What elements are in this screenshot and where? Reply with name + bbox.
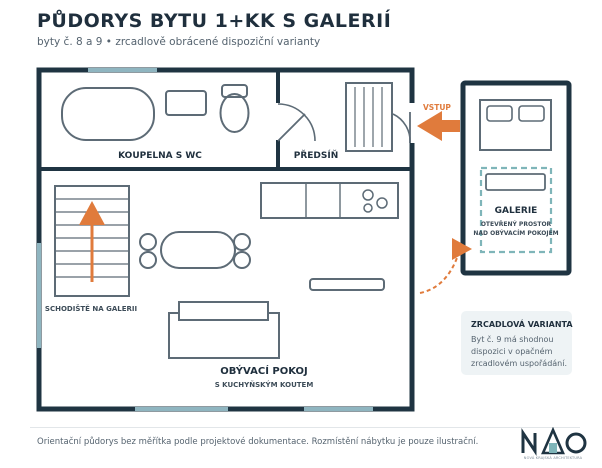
chair-icon [233,251,251,269]
window-top [88,68,157,72]
room-label-gallery-sub2: NAD OBÝVACÍM POKOJEM [473,229,558,237]
chair-icon [139,233,157,251]
chair-icon [139,251,157,269]
logo-subtext: NOVÁ KRAJSKÁ ARCHITEKTURA [523,456,583,460]
entrance-door-swing-icon [392,113,411,144]
logo-mark-icon [521,426,587,456]
window-bottom-left [135,407,228,411]
pillow-icon [486,105,513,122]
room-label-bathroom: KOUPELNA S WC [118,151,202,161]
toilet-tank-icon [221,84,248,98]
entrance-label: VSTUP [423,103,451,112]
room-label-hallway: PŘEDSÍŇ [294,149,339,161]
floor-plan: VSTUP KOUPELNA S WC PŘEDSÍŇ SCHODIŠTĚ NA… [36,67,572,412]
kitchen-counter-icon [260,182,399,219]
window-bottom-right [304,407,373,411]
room-label-living-sub: S KUCHYŇSKÝM KOUTEM [215,380,314,389]
room-label-gallery-sub1: OTEVŘENÝ PROSTOR [481,221,552,228]
hob-burner-icon [363,203,373,213]
mirror-variant-note: ZRCADLOVÁ VARIANTA Byt č. 9 má shodnou d… [461,311,573,375]
gallery-opening-dashed [479,166,553,254]
footer-note: Orientační půdorys bez měřítka podle pro… [37,437,479,447]
room-label-living: OBÝVACÍ POKOJ [220,364,308,377]
hob-burner-icon [376,197,388,209]
tv-unit-icon [309,278,385,291]
entrance-arrow-icon [417,111,460,141]
room-label-stairs: SCHODIŠTĚ NA GALERII [45,304,137,313]
bathtub-icon [61,87,155,141]
page-subtitle: byty č. 8 a 9 • zrcadlově obrácené dispo… [37,36,321,48]
sofa-backrest-icon [178,301,269,321]
stairs-arrow-icon [79,201,105,225]
chair-icon [233,233,251,251]
window-left [37,243,41,348]
wardrobe-icon [345,82,393,152]
page-title: PŮDORYS BYTU 1+KK S GALERIÍ [37,10,392,32]
entrance-gap [408,103,416,143]
gallery-desk-icon [485,173,546,191]
stairs-icon [54,185,130,297]
door-leaf-icon [277,113,306,142]
bed-icon [479,99,552,151]
dining-table-icon [160,231,236,269]
room-label-gallery: GALERIE [495,206,538,216]
note-body: Byt č. 9 má shodnou dispozici v opačném … [471,335,568,368]
toilet-icon [219,93,250,133]
footer-divider [30,427,580,428]
pillow-icon [518,105,545,122]
gallery-outline [460,80,572,276]
connector-arrow-icon [452,238,472,260]
brand-logo: NOVÁ KRAJSKÁ ARCHITEKTURA [517,426,589,465]
hob-burner-icon [362,189,374,201]
note-title: ZRCADLOVÁ VARIANTA [471,320,573,329]
sink-icon [165,90,207,116]
